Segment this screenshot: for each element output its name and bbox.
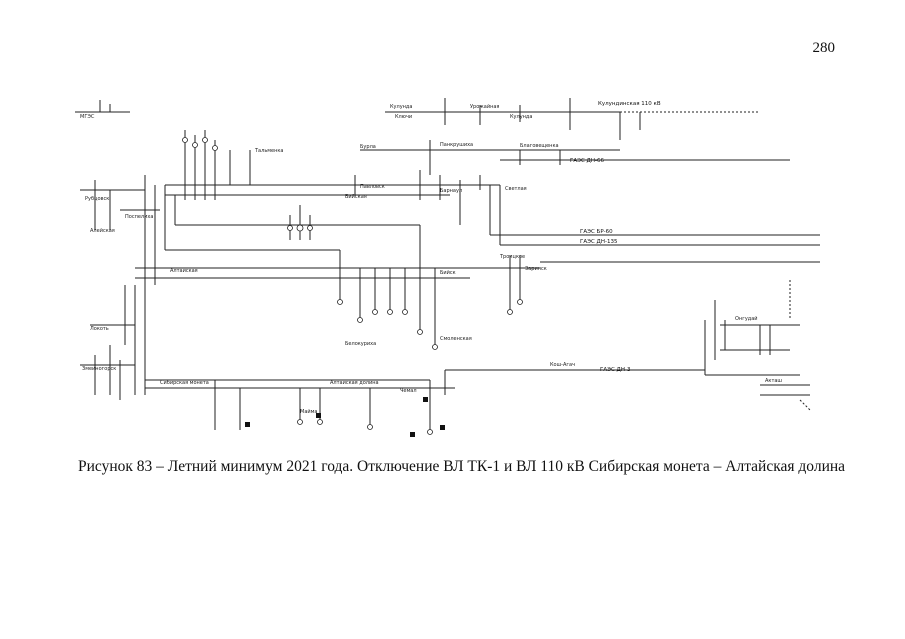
svg-text:Бийск: Бийск: [440, 269, 456, 276]
svg-text:Змеиногорск: Змеиногорск: [82, 366, 116, 372]
gaes-dn66-label: ГАЭС ДН-66: [570, 158, 604, 164]
svg-text:Алейская: Алейская: [90, 227, 115, 234]
svg-text:Онгудай: Онгудай: [735, 315, 758, 322]
gaes-br60-label: ГАЭС БР-60: [580, 229, 613, 235]
figure-caption: Рисунок 83 – Летний минимум 2021 года. О…: [78, 458, 846, 475]
svg-text:Благовещенка: Благовещенка: [520, 143, 559, 149]
svg-text:Кош-Агач: Кош-Агач: [550, 362, 575, 368]
svg-text:Смоленская: Смоленская: [440, 336, 472, 342]
gaes-dn135-label: ГАЭС ДН-135: [580, 239, 618, 245]
svg-text:Троицкое: Троицкое: [499, 254, 525, 260]
svg-text:Алтайская долина: Алтайская долина: [330, 379, 379, 386]
svg-text:Сибирская монета: Сибирская монета: [160, 380, 209, 386]
svg-text:Кулунда: Кулунда: [390, 104, 412, 110]
svg-text:Тальменка: Тальменка: [254, 148, 283, 154]
svg-text:Заринск: Заринск: [525, 266, 547, 272]
svg-text:Барнаул: Барнаул: [440, 188, 462, 194]
svg-text:Бийская: Бийская: [345, 193, 367, 200]
power-grid-schematic: МГЭС Кулунда Ключи Урожайная Кулунда Бур…: [75, 98, 820, 437]
svg-text:Бурла: Бурла: [360, 144, 376, 150]
svg-text:Ключи: Ключи: [395, 114, 412, 120]
svg-text:Чемал: Чемал: [400, 388, 417, 394]
gaes-dn3-label: ГАЭС ДН-3: [600, 367, 631, 373]
svg-text:МГЭС: МГЭС: [80, 114, 95, 120]
svg-text:Алтайская: Алтайская: [170, 267, 198, 274]
svg-text:Урожайная: Урожайная: [470, 103, 499, 110]
svg-text:Светлая: Светлая: [505, 186, 527, 192]
svg-text:Кулунда: Кулунда: [510, 114, 532, 120]
svg-text:Павловск: Павловск: [360, 184, 385, 190]
svg-text:Поспелиха: Поспелиха: [125, 214, 153, 220]
svg-text:Рубцовск: Рубцовск: [85, 196, 109, 202]
top-right-label: Кулундинская 110 кВ: [598, 101, 661, 107]
svg-text:Майма: Майма: [300, 408, 317, 415]
svg-text:Локоть: Локоть: [90, 326, 109, 332]
svg-text:Панкрушиха: Панкрушиха: [440, 142, 473, 148]
page-number: 280: [812, 40, 836, 56]
svg-text:Акташ: Акташ: [765, 378, 782, 384]
svg-text:Белокуриха: Белокуриха: [345, 341, 376, 347]
